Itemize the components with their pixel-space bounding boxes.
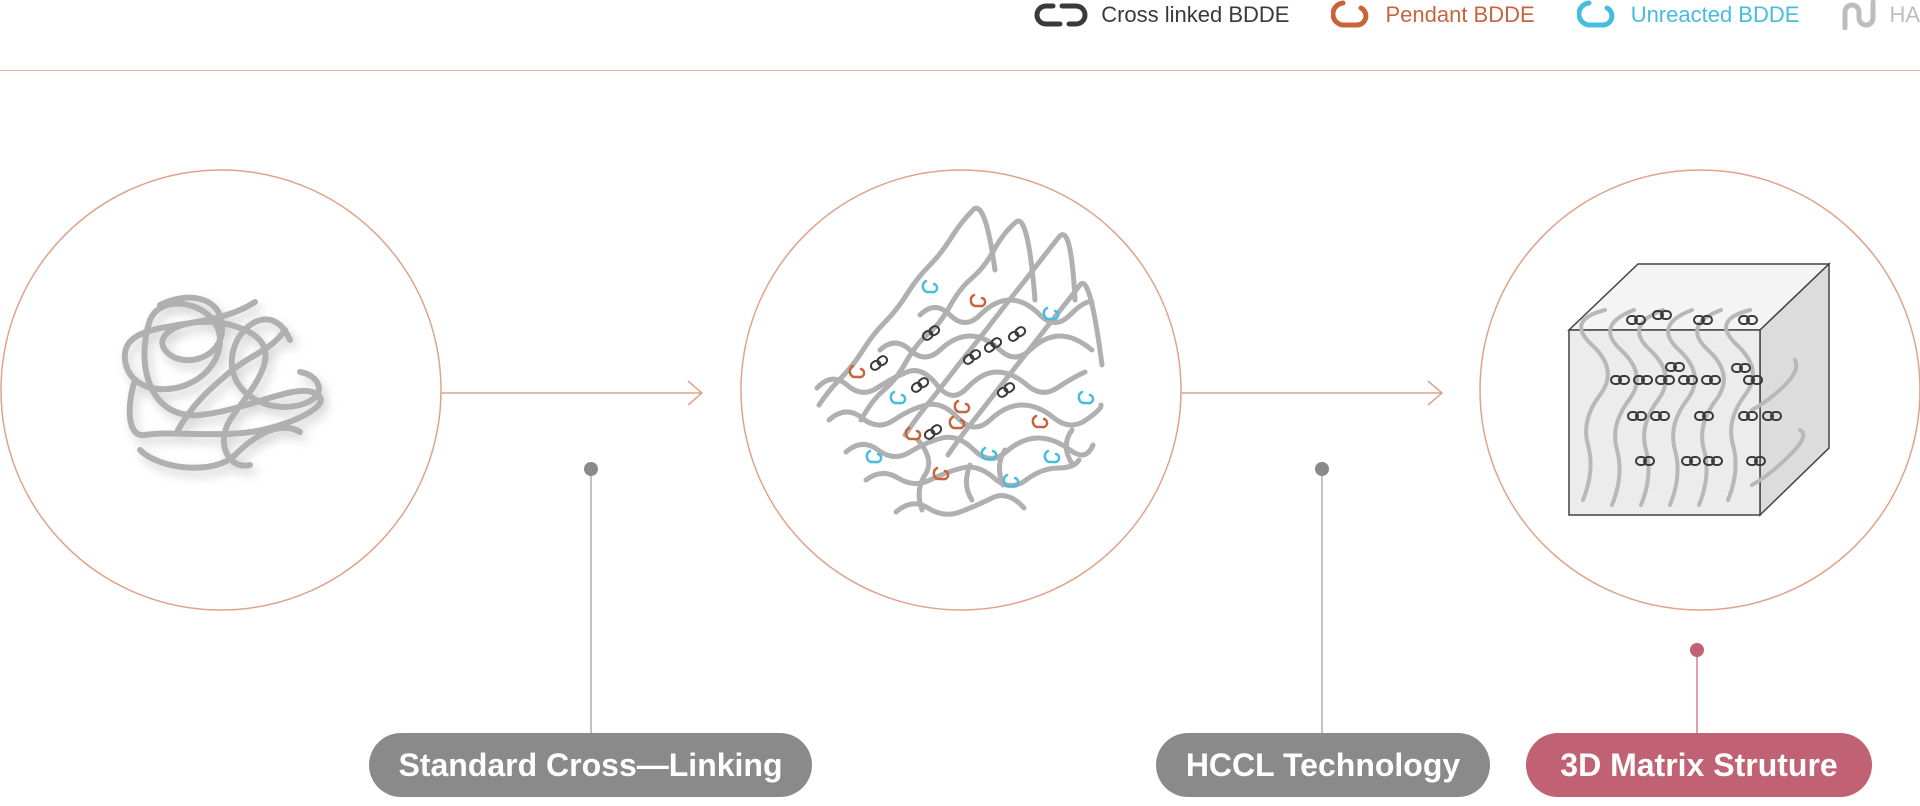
connector-matrix <box>1690 643 1704 735</box>
hook-icon <box>1331 0 1369 28</box>
stage-label-3d-matrix[interactable]: 3D Matrix Struture <box>1526 733 1872 797</box>
matrix-cube-icon <box>1567 262 1831 517</box>
wave-icon <box>1842 0 1876 30</box>
legend-item-unreacted: Unreacted BDDE <box>1576 0 1800 30</box>
arrow-1 <box>441 380 704 406</box>
legend-label: Pendant BDDE <box>1385 2 1535 27</box>
ha-tangle-icon <box>121 294 324 471</box>
legend-item-ha: HA <box>1841 0 1920 30</box>
stage-label-hccl-technology[interactable]: HCCL Technology <box>1156 733 1490 797</box>
legend-label: HA <box>1889 2 1920 27</box>
connector-standard <box>584 462 598 735</box>
legend-item-pendant: Pendant BDDE <box>1331 0 1535 30</box>
connector-hccl <box>1315 462 1329 735</box>
chain-link-icon <box>1034 3 1088 27</box>
divider <box>0 70 1920 71</box>
stage-label-standard-cross-linking[interactable]: Standard Cross—Linking <box>369 733 812 797</box>
ha-lattice-icon <box>814 205 1105 517</box>
legend-label: Cross linked BDDE <box>1101 2 1290 27</box>
legend-item-cross-linked: Cross linked BDDE <box>1033 1 1289 29</box>
hook-icon <box>1576 0 1615 28</box>
legend: Cross linked BDDE Pendant BDDE Unreacted… <box>991 0 1920 30</box>
legend-label: Unreacted BDDE <box>1630 2 1800 27</box>
stage-circle-hccl <box>740 169 1182 611</box>
stage-circle-matrix <box>1479 169 1920 611</box>
arrow-2 <box>1181 380 1444 406</box>
stage-circle-standard <box>0 169 442 611</box>
